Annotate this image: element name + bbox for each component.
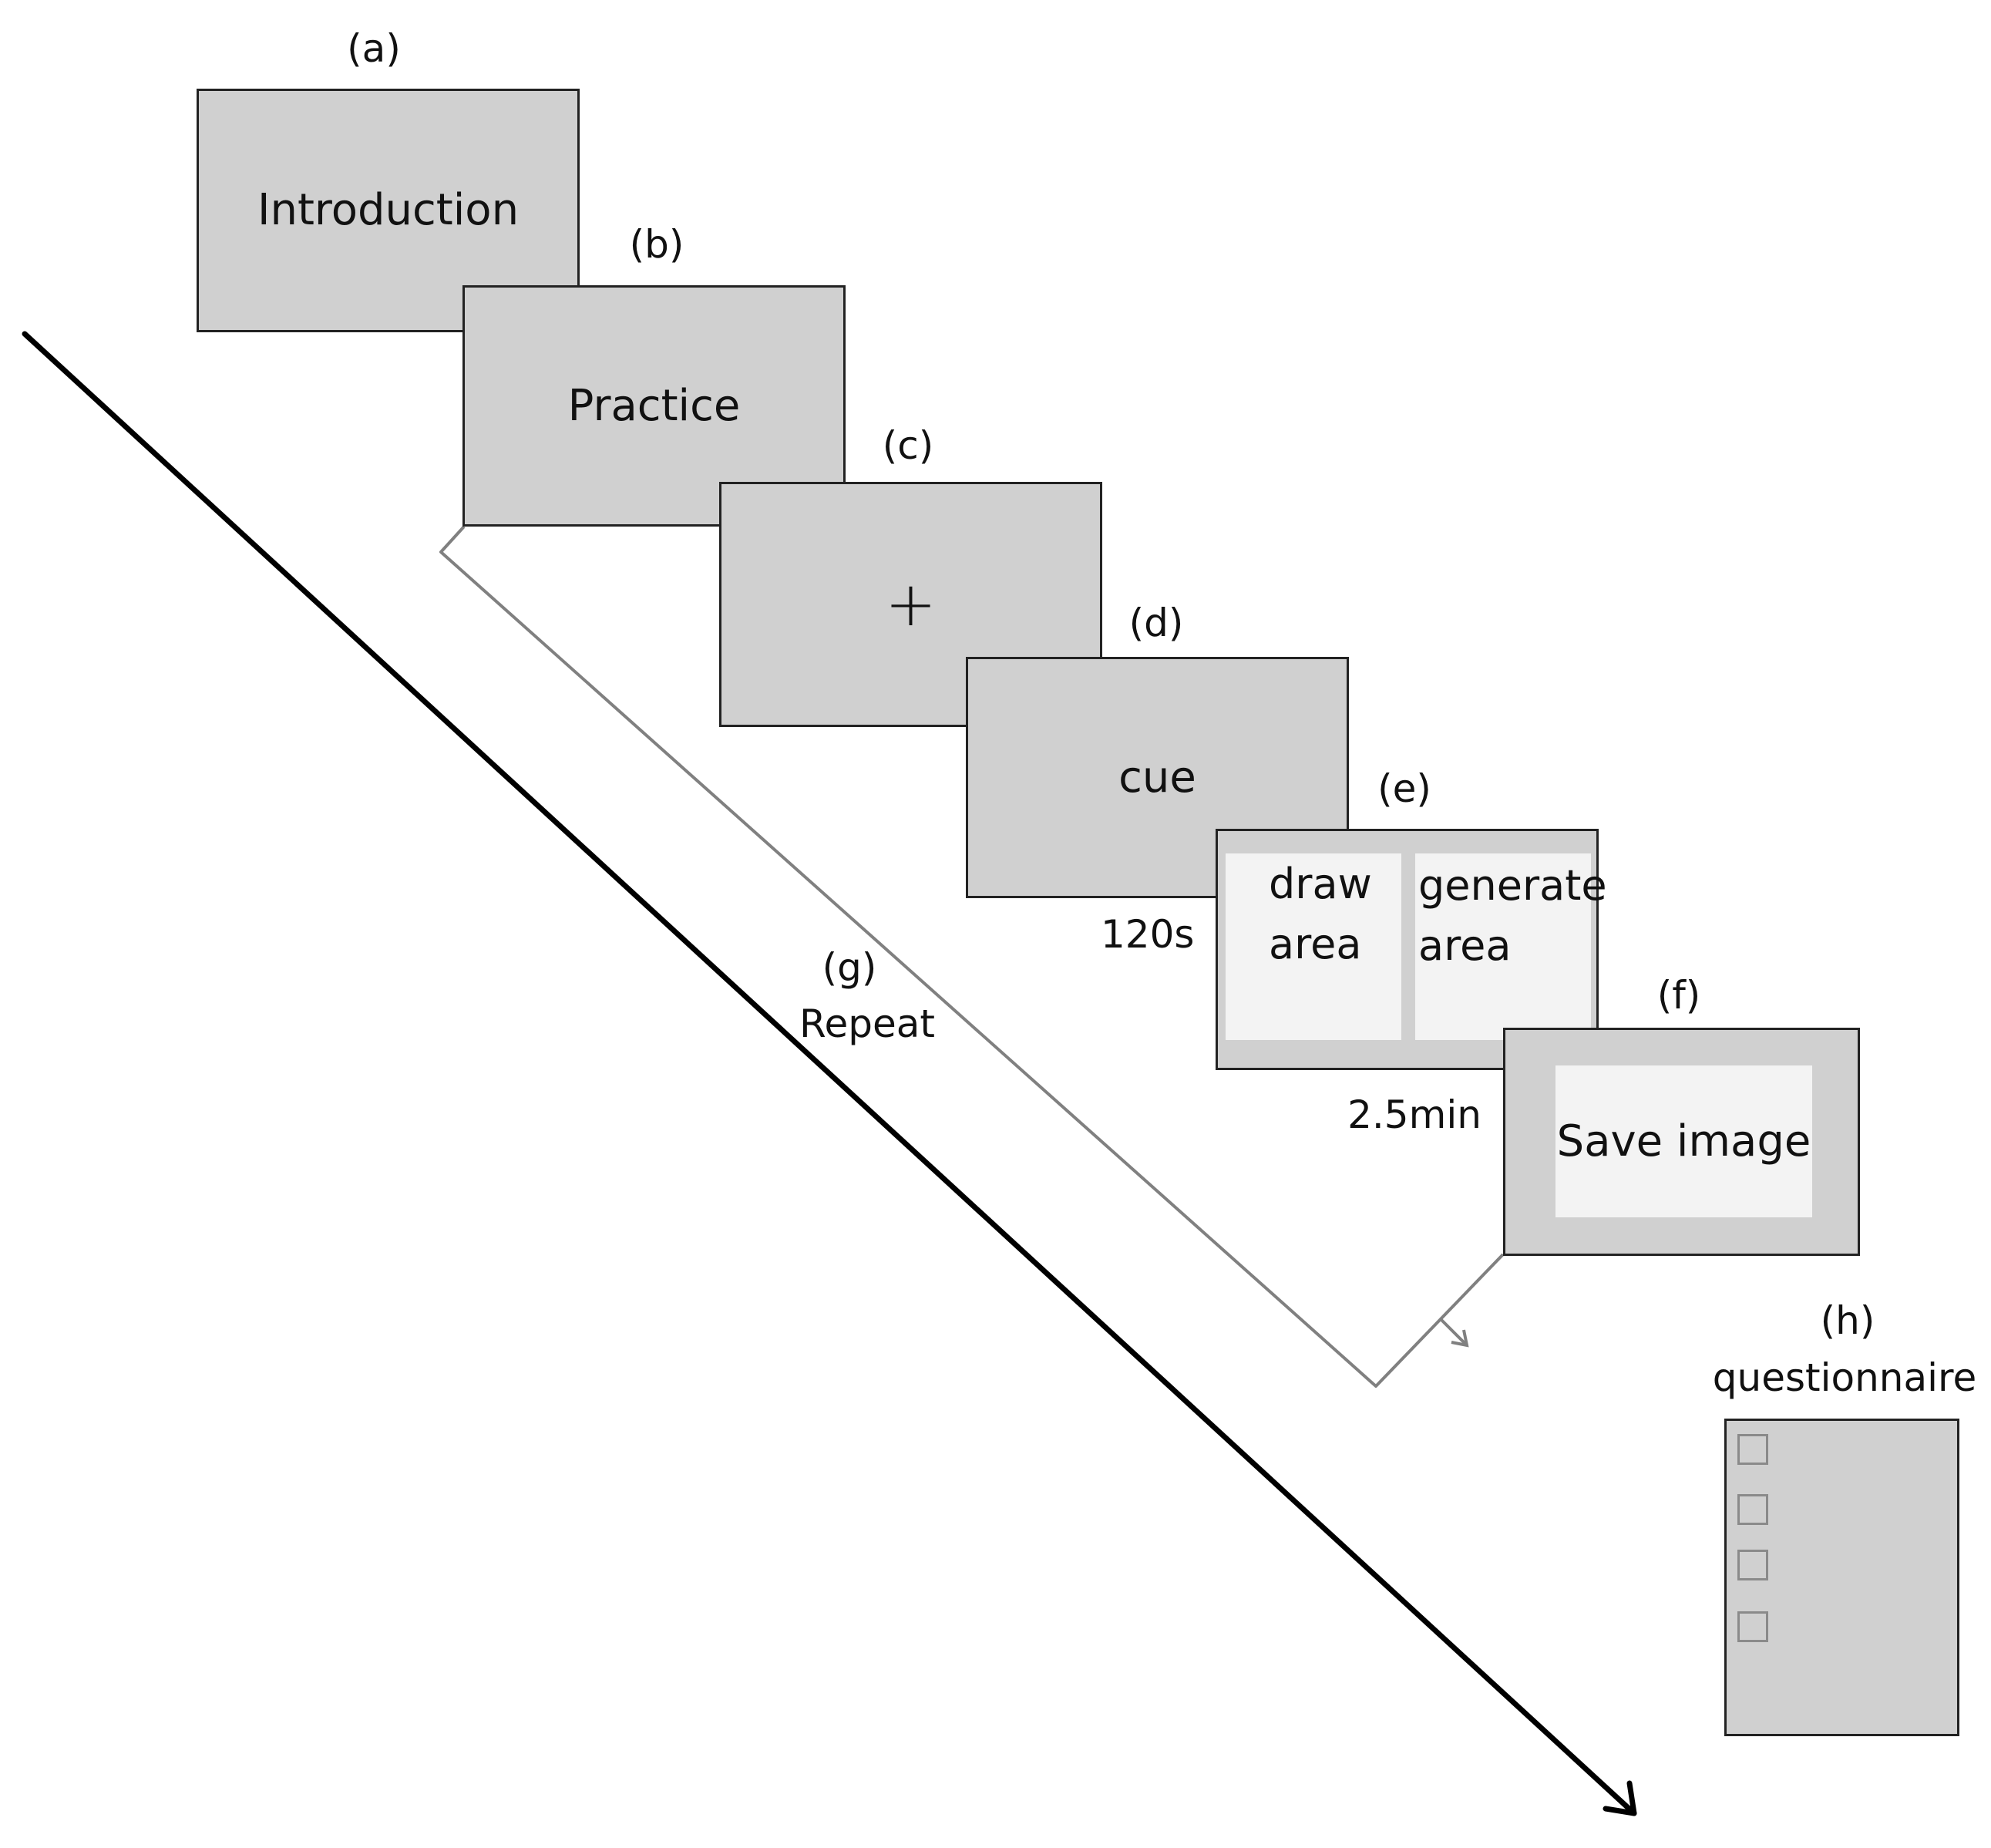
- draw-generate-duration: 2.5min: [1347, 1092, 1481, 1137]
- questionnaire-checkbox-4: [1737, 1611, 1768, 1642]
- draw-area-label-line1: draw: [1269, 860, 1372, 908]
- step-g-tag: (g): [822, 945, 877, 990]
- step-d-tag: (d): [1128, 601, 1184, 645]
- step-b-tag: (b): [629, 222, 684, 267]
- step-h-tag: (h): [1820, 1298, 1875, 1343]
- step-e-tag: (e): [1377, 766, 1431, 811]
- questionnaire-checkbox-3: [1737, 1550, 1768, 1580]
- step-c-tag: (c): [882, 423, 934, 468]
- repeat-loop-arrow: [439, 525, 1505, 1388]
- generate-area-label-line2: area: [1418, 921, 1512, 970]
- fixation-screen: +: [719, 482, 1102, 727]
- save-image-label: Save image: [1556, 1116, 1811, 1166]
- generate-area-label-line1: generate: [1418, 861, 1607, 910]
- cue-screen: cue: [966, 657, 1349, 898]
- save-image-screen: Save image: [1503, 1028, 1860, 1256]
- cue-duration: 120s: [1101, 912, 1195, 957]
- questionnaire-checkbox-1: [1737, 1434, 1768, 1465]
- step-a-tag: (a): [347, 26, 401, 71]
- step-f-tag: (f): [1656, 973, 1701, 1018]
- draw-area-label-line2: area: [1269, 920, 1362, 968]
- questionnaire-form: [1724, 1419, 1959, 1736]
- questionnaire-checkbox-2: [1737, 1494, 1768, 1525]
- repeat-label: Repeat: [799, 1001, 935, 1046]
- timeline-arrow: [22, 331, 1637, 1816]
- practice-label: Practice: [567, 380, 741, 431]
- questionnaire-label: questionnaire: [1712, 1355, 1977, 1400]
- generate-area-panel: generate area: [1415, 853, 1607, 1040]
- cue-label: cue: [1118, 752, 1196, 803]
- draw-area-panel: draw area: [1226, 853, 1401, 1040]
- save-image-panel: Save image: [1555, 1065, 1812, 1217]
- fixation-cross: +: [884, 568, 937, 640]
- introduction-label: Introduction: [257, 185, 520, 235]
